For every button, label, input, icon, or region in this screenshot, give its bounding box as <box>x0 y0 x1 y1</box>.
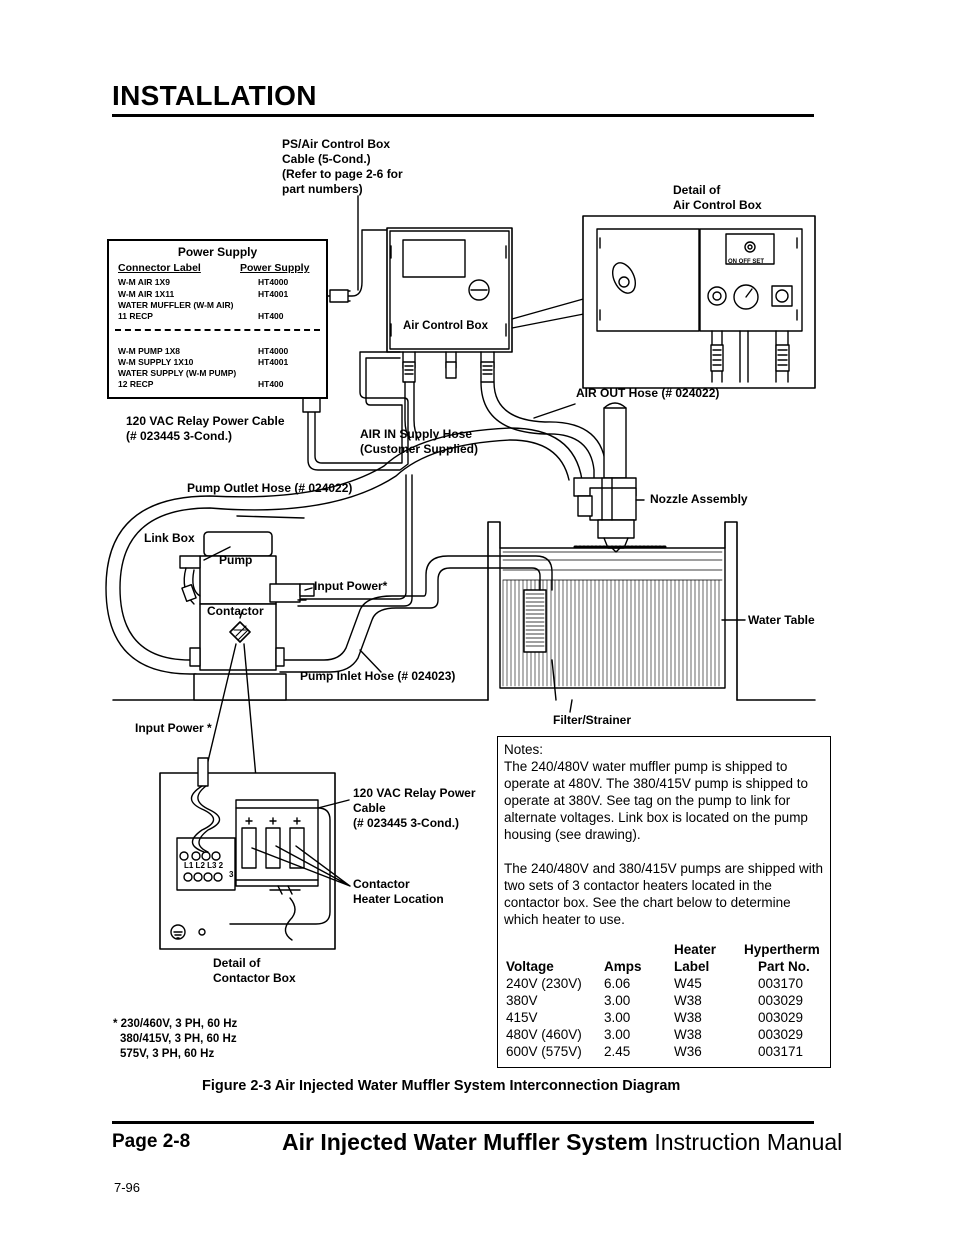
water-table-label: Water Table <box>748 613 815 627</box>
heater-table-head: Hypertherm <box>744 942 820 957</box>
ps-row-label: W-M SUPPLY 1X10 <box>118 357 194 367</box>
heater-table-cell: 415V <box>506 1010 538 1025</box>
terminal-labels: L1 L2 L3 2 <box>184 861 224 870</box>
contactor-label: Contactor <box>207 604 264 618</box>
air-panel-switch-label: ON OFF SET <box>728 259 764 265</box>
heater-table-cell: 6.06 <box>604 976 631 991</box>
ps-row-label: WATER SUPPLY (W-M PUMP) <box>118 368 237 378</box>
power-supply-title: Power Supply <box>177 245 258 259</box>
ps-row-label: W-M PUMP 1X8 <box>118 346 181 356</box>
ps-row-value: HT400 <box>258 311 284 321</box>
heater-table-cell: 3.00 <box>604 993 631 1008</box>
notes-heading: Notes: <box>504 742 544 757</box>
heater-table-cell: 2.45 <box>604 1044 631 1059</box>
heater-table-head: Part No. <box>758 959 810 974</box>
link-box-label: Link Box <box>144 531 195 545</box>
footer-rule <box>112 1121 814 1124</box>
voltage-footnote: * 230/460V, 3 PH, 60 Hz 380/415V, 3 PH, … <box>113 1018 238 1060</box>
pump-outlet-hose-label: Pump Outlet Hose (# 024022) <box>187 481 353 495</box>
heater-table-cell: 480V (460V) <box>506 1027 582 1042</box>
power-supply-header: Power Supply <box>240 262 310 274</box>
pump-label: Pump <box>219 553 253 567</box>
revision-date: 7-96 <box>114 1180 141 1195</box>
heater-table-head: Voltage <box>506 959 554 974</box>
figure-caption: Figure 2-3 Air Injected Water Muffler Sy… <box>202 1078 681 1094</box>
air-in-hose-label: AIR IN Supply Hose(Customer Supplied) <box>360 427 479 456</box>
ps-row-value: HT4001 <box>258 289 289 299</box>
heater-table-cell: W36 <box>674 1044 702 1059</box>
air-out-hose-label: AIR OUT Hose (# 024022) <box>576 386 720 400</box>
input-power-label: Input Power* <box>314 579 388 593</box>
heater-table-cell: 380V <box>506 993 538 1008</box>
heater-table-cell: 003029 <box>758 1027 804 1042</box>
heater-table-cell: W45 <box>674 976 702 991</box>
input-power-label-2: Input Power * <box>135 721 212 735</box>
heater-table-cell: 003029 <box>758 1010 804 1025</box>
heater-table-cell: 003029 <box>758 993 804 1008</box>
ps-row-value: HT4001 <box>258 357 289 367</box>
header-rule <box>112 114 814 117</box>
air-control-box-label: Air Control Box <box>403 320 488 332</box>
heater-table-head: Amps <box>604 959 642 974</box>
manual-title: Air Injected Water Muffler System Instru… <box>282 1129 843 1155</box>
notes-paragraph-2: The 240/480V and 380/415V pumps are ship… <box>504 861 823 927</box>
heater-table-cell: 3.00 <box>604 1010 631 1025</box>
ps-row-value: HT400 <box>258 379 284 389</box>
ps-row-label: WATER MUFFLER (W-M AIR) <box>118 300 234 310</box>
heater-table-cell: W38 <box>674 993 702 1008</box>
notes-box: Notes: The 240/480V water muffler pump i… <box>497 736 831 1068</box>
ps-row-value: HT4000 <box>258 277 289 287</box>
heater-table-cell: 003171 <box>758 1044 804 1059</box>
heater-table-cell: W38 <box>674 1010 702 1025</box>
heater-table-cell: W38 <box>674 1027 702 1042</box>
relay-cable-top-label: 120 VAC Relay Power Cable(# 023445 3-Con… <box>126 414 285 443</box>
ps-row-label: 11 RECP <box>118 311 153 321</box>
page-title: INSTALLATION <box>112 80 317 111</box>
ps-row-value: HT4000 <box>258 346 289 356</box>
heater-table-cell: 240V (230V) <box>506 976 582 991</box>
heater-table-head: Label <box>674 959 710 974</box>
ps-row-label: W-M AIR 1X11 <box>118 289 175 299</box>
power-supply-table: Power Supply Connector Label Power Suppl… <box>107 239 328 399</box>
heater-table-head: Heater <box>674 942 717 957</box>
heater-table-cell: 3.00 <box>604 1027 631 1042</box>
terminal-3-label: 3 <box>229 870 234 879</box>
heater-table-cell: 003170 <box>758 976 804 991</box>
ps-divider <box>115 329 320 331</box>
connector-label-header: Connector Label <box>118 262 201 274</box>
nozzle-assembly-label: Nozzle Assembly <box>650 492 748 506</box>
filter-strainer-label: Filter/Strainer <box>553 713 632 727</box>
pump-inlet-hose-label: Pump Inlet Hose (# 024023) <box>300 669 456 683</box>
ps-row-label: W-M AIR 1X9 <box>118 277 170 287</box>
page-number: Page 2-8 <box>112 1131 191 1152</box>
ps-row-label: 12 RECP <box>118 379 154 389</box>
heater-table-cell: 600V (575V) <box>506 1044 582 1059</box>
notes-paragraph-1: The 240/480V water muffler pump is shipp… <box>504 759 808 842</box>
